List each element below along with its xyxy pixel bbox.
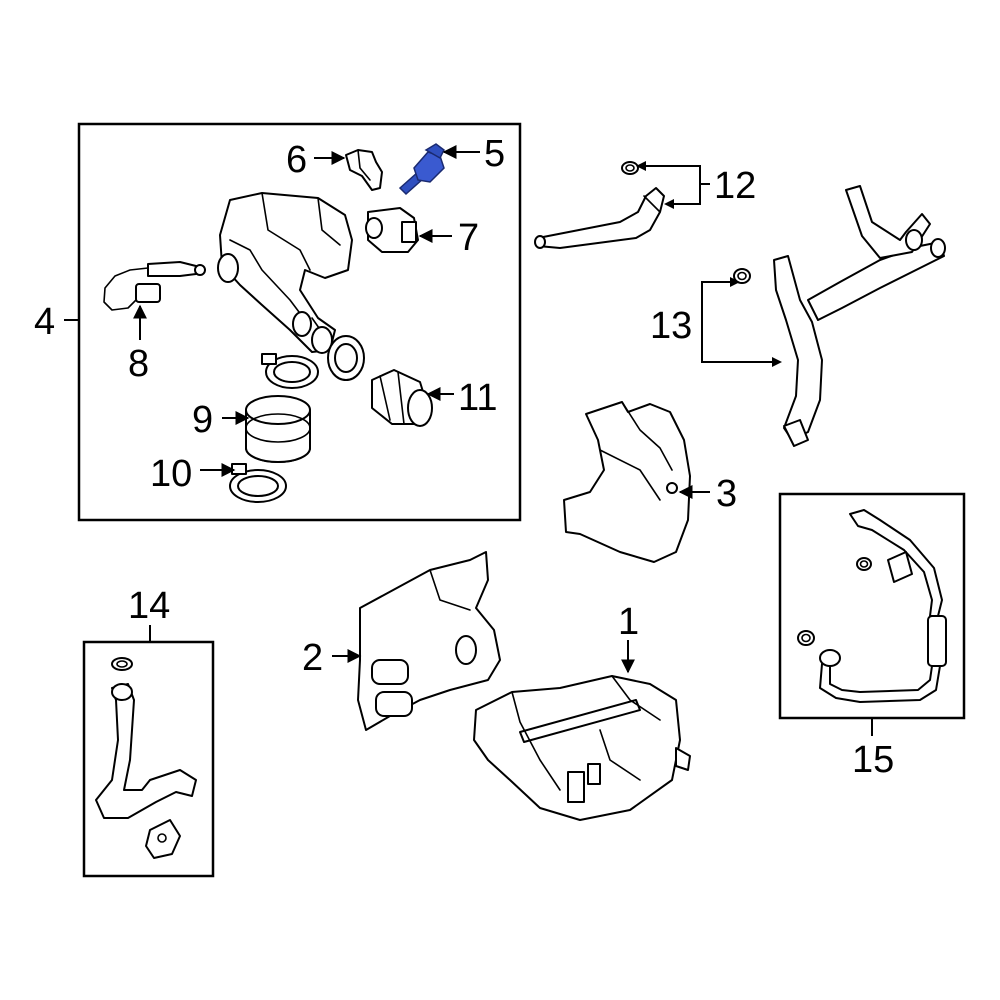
callout-8-label: 8: [128, 343, 149, 385]
callout-5-label: 5: [484, 133, 505, 175]
callout-11-label: 11: [458, 377, 497, 419]
oil-line-15-part: [819, 509, 947, 703]
sensor-5-highlighted-part: [398, 143, 445, 196]
oil-line-14-part: [95, 657, 197, 859]
clamp-10-part: [229, 463, 287, 503]
hose-coupler-9-part: [245, 395, 311, 463]
callout-2-label: 2: [302, 637, 323, 679]
callout-4-label: 4: [34, 301, 55, 343]
heat-shield-2-part: [357, 551, 501, 731]
callout-14-label: 14: [128, 585, 170, 627]
pipe-outlet-ring-part: [327, 335, 365, 381]
callout-13-bracket: [701, 281, 778, 363]
callout-13-label: 13: [650, 305, 692, 347]
bracket-6-part: [345, 149, 383, 191]
callout-7-label: 7: [458, 217, 479, 259]
callout-3-label: 3: [716, 473, 737, 515]
assembly-14-box: [82, 640, 215, 878]
assembly-4-box: [77, 122, 522, 522]
oxygen-sensor-8-part: [103, 261, 206, 311]
callout-12-label: 12: [714, 165, 756, 207]
coolant-lines-13-part: [773, 185, 946, 447]
callout-13-arrowhead-a: [730, 277, 740, 287]
heat-shield-3-part: [563, 401, 691, 563]
callout-15-label: 15: [852, 739, 894, 781]
callout-12-bracket: [640, 165, 710, 205]
callout-9-label: 9: [192, 399, 213, 441]
callout-12-arrowhead-b: [664, 199, 674, 209]
turbocharger-1-part: [473, 675, 691, 821]
intake-pipe-part: [217, 192, 353, 354]
washer-12-part: [621, 161, 639, 175]
connector-hose-11-part: [371, 369, 433, 427]
callout-10-label: 10: [150, 453, 192, 495]
upper-clamp-part: [261, 353, 319, 389]
callout-1-label: 1: [618, 601, 639, 643]
washer-13-part: [733, 268, 751, 284]
callout-13-arrowhead-b: [772, 357, 782, 367]
washers-15-part: [797, 557, 872, 646]
valve-7-part: [365, 207, 419, 253]
callout-12-arrowhead-a: [636, 161, 646, 171]
pipe-12-part: [534, 187, 665, 249]
callout-6-label: 6: [286, 139, 307, 181]
